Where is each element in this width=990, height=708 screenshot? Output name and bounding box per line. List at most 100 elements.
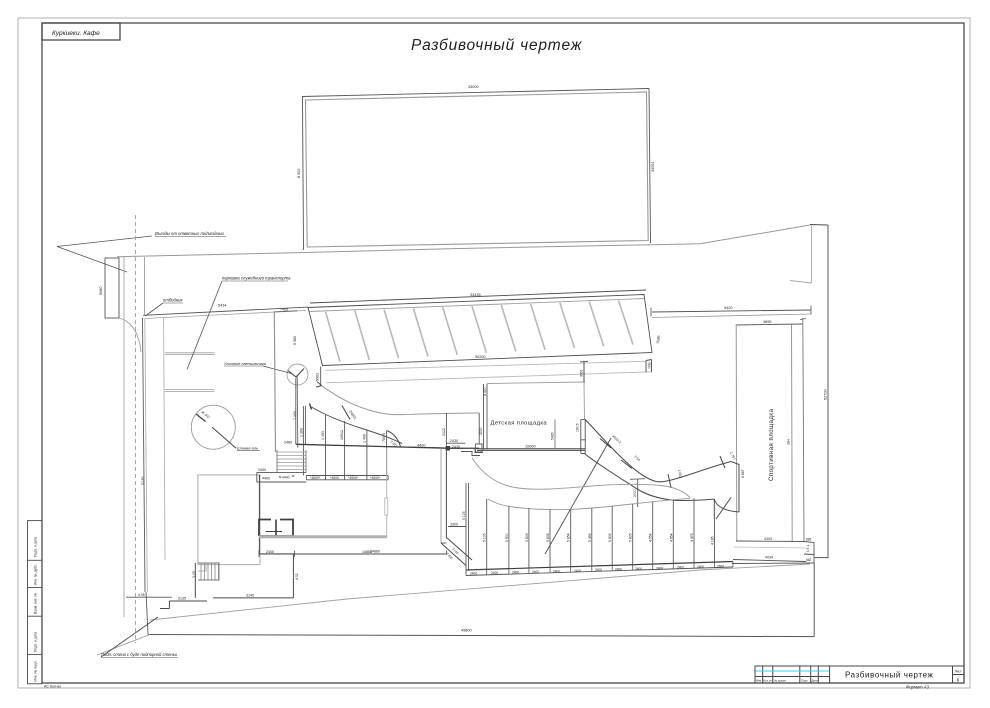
svg-text:3145: 3145 <box>246 594 254 598</box>
svg-text:2400: 2400 <box>635 567 642 571</box>
svg-text:2400: 2400 <box>532 570 539 574</box>
svg-text:24021: 24021 <box>348 410 357 420</box>
svg-text:4303: 4303 <box>764 537 772 541</box>
svg-text:Лист: Лист <box>955 670 962 674</box>
svg-text:4400: 4400 <box>417 444 425 448</box>
svg-text:4 954: 4 954 <box>649 533 653 542</box>
svg-text:4.05: 4.05 <box>138 593 145 597</box>
svg-text:Формат А3: Формат А3 <box>906 684 930 689</box>
svg-text:5 455: 5 455 <box>588 533 592 542</box>
svg-text:Детская площадка: Детская площадка <box>491 421 548 427</box>
svg-text:1185: 1185 <box>647 362 652 369</box>
svg-text:5135: 5135 <box>141 477 145 485</box>
svg-text:№ докум.: № докум. <box>774 679 787 683</box>
svg-text:3300: 3300 <box>450 523 458 527</box>
svg-text:5 080: 5 080 <box>293 336 297 345</box>
svg-text:4 52: 4 52 <box>295 573 299 580</box>
svg-text:Еловая ель: Еловая ель <box>237 445 258 450</box>
svg-text:885: 885 <box>806 538 812 542</box>
svg-text:м: м <box>292 474 295 478</box>
svg-text:4 185: 4 185 <box>711 536 715 545</box>
svg-text:Взам. инв. №: Взам. инв. № <box>34 593 38 614</box>
svg-text:5 105: 5 105 <box>462 511 466 520</box>
svg-text:14860: 14860 <box>362 550 372 554</box>
svg-text:*4500*: *4500* <box>370 476 381 480</box>
svg-text:К032.2: К032.2 <box>611 434 622 444</box>
svg-text:Ж 302: Ж 302 <box>200 410 210 419</box>
svg-text:1 300: 1 300 <box>300 428 304 437</box>
svg-text:отбойник: отбойник <box>163 298 183 303</box>
svg-text:Подп. и дата: Подп. и дата <box>34 632 38 652</box>
svg-text:2400: 2400 <box>697 565 704 569</box>
svg-text:2400: 2400 <box>656 566 663 570</box>
svg-text:662: 662 <box>806 558 812 562</box>
svg-text:8 902: 8 902 <box>297 168 301 178</box>
svg-text:2480: 2480 <box>284 441 292 445</box>
svg-text:Подп. и дата: Подп. и дата <box>34 537 38 557</box>
svg-text:*4500: *4500 <box>330 476 339 480</box>
svg-text:*4500*: *4500* <box>310 476 321 480</box>
svg-text:м: м <box>279 475 282 479</box>
svg-text:1 401: 1 401 <box>321 431 325 440</box>
svg-text:1 757: 1 757 <box>729 451 736 460</box>
svg-text:5 854: 5 854 <box>567 533 571 542</box>
svg-text:5963: 5963 <box>316 373 320 381</box>
svg-text:Инв. № подл.: Инв. № подл. <box>34 660 38 681</box>
svg-text:6 867: 6 867 <box>741 469 745 478</box>
svg-text:Куркиеки. Кафе: Куркиеки. Кафе <box>52 30 100 37</box>
svg-text:4400: 4400 <box>262 477 270 481</box>
svg-text:5 809: 5 809 <box>525 533 529 542</box>
svg-text:Дата: Дата <box>812 679 819 683</box>
svg-text:3135: 3135 <box>178 597 186 601</box>
svg-text:4895: 4895 <box>763 320 771 324</box>
svg-text:6: 6 <box>957 678 960 683</box>
svg-text:2 021: 2 021 <box>389 440 398 449</box>
svg-text:10912: 10912 <box>340 430 344 440</box>
svg-text:3122: 3122 <box>442 428 446 436</box>
svg-text:4 300: 4 300 <box>483 387 487 396</box>
svg-text:2 54: 2 54 <box>633 455 641 462</box>
svg-text:3 415: 3 415 <box>445 552 454 561</box>
svg-text:1 К 1: 1 К 1 <box>806 545 810 552</box>
svg-text:Кол.уч: Кол.уч <box>764 679 773 683</box>
svg-text:14860: 14860 <box>370 550 380 554</box>
svg-text:5 900: 5 900 <box>505 533 509 542</box>
svg-text:4034: 4034 <box>765 556 773 560</box>
svg-text:10000: 10000 <box>525 445 536 449</box>
svg-text:5 805: 5 805 <box>629 533 633 542</box>
svg-text:2400: 2400 <box>512 571 519 575</box>
svg-text:Уличные светильники: Уличные светильники <box>224 361 267 366</box>
svg-text:5435: 5435 <box>551 432 555 440</box>
svg-text:3000: 3000 <box>580 370 584 377</box>
svg-text:3450: 3450 <box>258 468 266 472</box>
svg-text:1 ч00: 1 ч00 <box>293 411 297 420</box>
svg-text:Спортивная площадка: Спортивная площадка <box>769 408 775 481</box>
svg-text:28ч: 28ч <box>787 439 791 445</box>
svg-text:парковка служебного транспор: парковка служебного транспорта <box>222 276 291 281</box>
svg-text:5080: 5080 <box>99 287 103 295</box>
svg-text:5434: 5434 <box>218 304 226 308</box>
svg-text:2400: 2400 <box>595 568 602 572</box>
svg-text:АС Кол-во: АС Кол-во <box>44 685 61 689</box>
svg-text:Разбивочный чертеж: Разбивочный чертеж <box>845 671 934 680</box>
svg-text:Въезды от ответных подъездн: Въезды от ответных подъездных <box>155 231 225 236</box>
svg-text:2400: 2400 <box>470 572 477 576</box>
svg-text:3 ч15: 3 ч15 <box>451 547 460 556</box>
svg-text:Инв. № дубл.: Инв. № дубл. <box>34 564 38 585</box>
svg-text:2400: 2400 <box>615 568 622 572</box>
svg-text:2400: 2400 <box>553 569 560 573</box>
svg-text:1 652: 1 652 <box>677 469 683 478</box>
svg-text:33051: 33051 <box>651 161 655 172</box>
svg-text:49800: 49800 <box>461 629 472 633</box>
svg-text:2400: 2400 <box>574 569 581 573</box>
svg-text:4 475: 4 475 <box>690 533 694 542</box>
svg-text:2430: 2430 <box>452 445 460 449</box>
svg-text:33000: 33000 <box>468 85 479 89</box>
svg-text:Изм: Изм <box>756 679 761 683</box>
svg-text:52700: 52700 <box>824 389 828 400</box>
svg-text:5 105: 5 105 <box>483 533 487 542</box>
svg-text:4400: 4400 <box>282 476 290 480</box>
svg-text:Разбивочный чертеж: Разбивочный чертеж <box>411 37 583 54</box>
svg-text:5 805: 5 805 <box>608 533 612 542</box>
svg-text:706.5: 706.5 <box>382 433 386 442</box>
